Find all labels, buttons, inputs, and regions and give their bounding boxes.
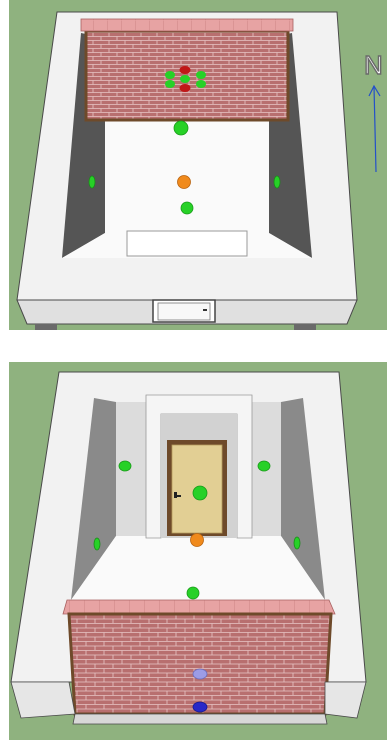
south-brick-wall xyxy=(69,614,331,714)
marker-green xyxy=(165,80,175,88)
door-handle-icon xyxy=(203,309,207,311)
marker-green xyxy=(196,71,206,79)
marker-green xyxy=(165,71,175,79)
marker-green xyxy=(180,75,190,83)
marker-green xyxy=(119,461,131,471)
marker-green xyxy=(187,587,199,599)
front-face-left xyxy=(11,682,75,718)
marker-blue xyxy=(193,702,207,712)
marker-green xyxy=(94,538,100,550)
door-lever-icon xyxy=(174,495,181,497)
footing-left xyxy=(35,324,57,330)
marker-orange xyxy=(191,534,204,547)
brick-cap xyxy=(63,600,335,614)
bench xyxy=(127,231,247,256)
marker-green xyxy=(174,121,188,135)
front-door-panel xyxy=(158,303,210,320)
marker-green xyxy=(181,202,193,214)
room-render-north: N xyxy=(9,0,387,330)
marker-red xyxy=(180,66,191,74)
marker-green xyxy=(258,461,270,471)
marker-green xyxy=(294,537,300,549)
marker-green xyxy=(89,176,95,188)
marker-red xyxy=(180,84,191,92)
marker-green xyxy=(274,176,280,188)
front-sill xyxy=(73,714,327,724)
room-render-south xyxy=(9,362,387,740)
marker-orange xyxy=(178,176,191,189)
room-view-south xyxy=(9,362,387,740)
brick-cap xyxy=(81,19,293,31)
marker-lavender xyxy=(193,669,207,679)
room-view-north: N xyxy=(9,0,387,330)
marker-green xyxy=(193,486,207,500)
compass-label: N xyxy=(364,50,383,80)
footing-right xyxy=(294,324,316,330)
marker-green xyxy=(196,80,206,88)
